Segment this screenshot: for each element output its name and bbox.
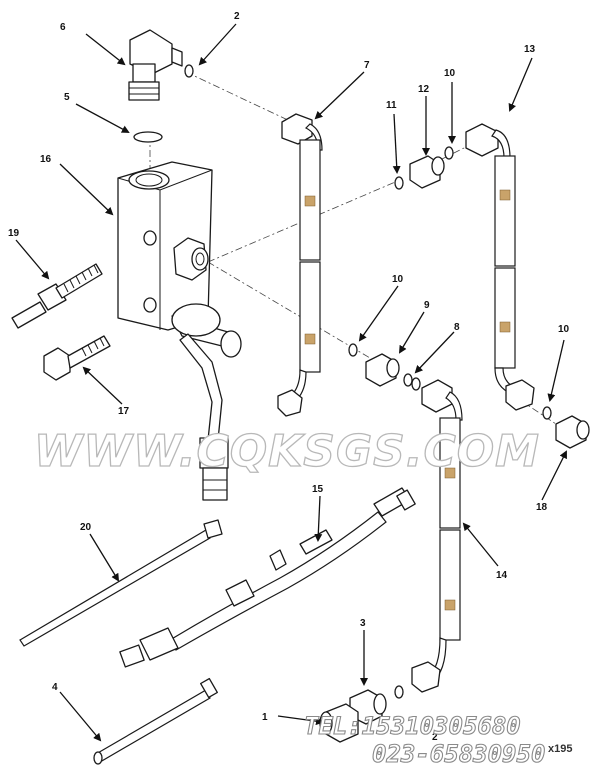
part-4-rod	[93, 677, 218, 765]
callout-10-right: 10	[558, 324, 570, 335]
callout-6: 6	[60, 22, 66, 33]
callout-9: 9	[424, 300, 430, 311]
part-16-bolt	[43, 335, 111, 381]
part-13-hose	[465, 123, 535, 411]
callout-15: 16	[40, 154, 52, 165]
watermark-text: WWW.CQKSGS.COM	[34, 426, 540, 477]
part-18-adapter-fitting	[555, 415, 590, 449]
callout-1: 1	[262, 712, 268, 723]
part-6-elbow-connector	[128, 29, 183, 101]
part-8-o-ring-b	[411, 377, 421, 391]
callout-20: 20	[80, 522, 92, 533]
telephone-watermark: TEL:15310305680	[304, 712, 521, 740]
callout-17: 15	[312, 484, 324, 495]
part-11-o-ring	[394, 176, 404, 190]
callout-16: 17	[118, 406, 130, 417]
callout-labels: 6 2 5 16 7 11 12 10 13 19 17 10 9 8 10 1…	[8, 11, 570, 743]
callout-11: 11	[386, 100, 397, 111]
part-10-o-ring-top	[444, 146, 454, 160]
callout-5: 5	[64, 92, 70, 103]
figure-code: x195	[548, 743, 572, 755]
part-2-o-ring-top	[184, 64, 194, 78]
part-17-wiring-harness	[119, 487, 416, 668]
callout-18: 18	[536, 502, 548, 513]
callout-leaders	[15, 23, 567, 742]
callout-19: 19	[8, 228, 20, 239]
part-20-cable-tie	[19, 519, 223, 647]
callout-10-top: 10	[444, 68, 456, 79]
part-5-o-ring	[133, 131, 163, 143]
part-9-adapter-fitting	[365, 353, 400, 387]
part-7-hose	[277, 113, 323, 417]
pressure-sensor-with-harness	[171, 303, 242, 501]
part-15-manifold-block	[117, 161, 213, 331]
callout-4: 4	[52, 682, 58, 693]
phone-watermark: 023-65830950	[372, 740, 545, 768]
part-2-o-ring-bottom	[394, 685, 404, 699]
callout-7: 7	[364, 60, 370, 71]
part-12-adapter-fitting	[409, 155, 445, 189]
part-10-o-ring-right	[542, 406, 552, 420]
callout-2-bottom: 2	[432, 732, 438, 743]
part-14-hose	[411, 379, 463, 693]
part-10-o-ring-middle	[348, 343, 358, 357]
part-19-threaded-stud	[11, 263, 103, 329]
callout-13: 13	[524, 44, 536, 55]
callout-3: 3	[360, 618, 366, 629]
callout-2: 2	[234, 11, 240, 22]
callout-10-middle: 10	[392, 274, 404, 285]
callout-14: 14	[496, 570, 508, 581]
callout-12: 12	[418, 84, 430, 95]
part-8-o-ring	[403, 373, 413, 387]
callout-8: 8	[454, 322, 460, 333]
